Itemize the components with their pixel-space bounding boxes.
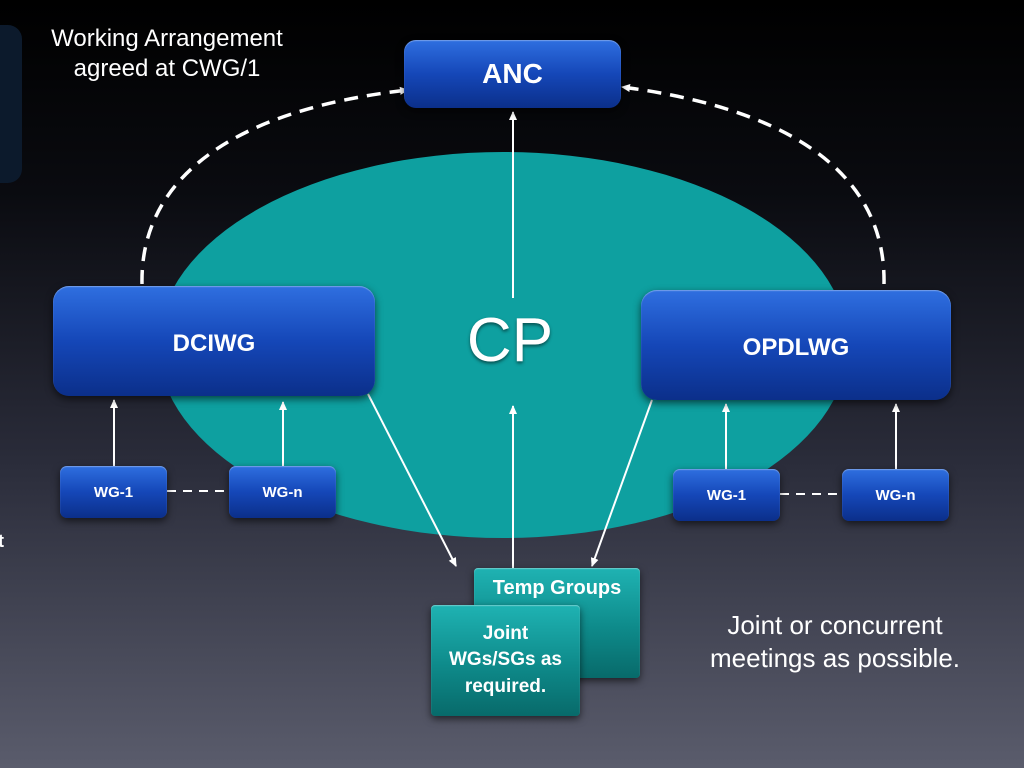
- joint-wgs-box: Joint WGs/SGs as required.: [431, 605, 580, 716]
- arrow-opdlwg-to-temp: [590, 399, 653, 567]
- joint-line-2: WGs/SGs as: [449, 649, 562, 671]
- offscreen-panel: [0, 25, 22, 183]
- offscreen-text-fragment: t: [0, 531, 4, 551]
- left-wg-n-label: WG-n: [262, 483, 303, 501]
- joint-line-1: Joint: [482, 622, 529, 644]
- right-wg-1-box: WG-1: [673, 469, 780, 521]
- left-wg-n-box: WG-n: [229, 466, 336, 518]
- working-arrangement-note: Working Arrangement agreed at CWG/1: [22, 24, 312, 84]
- joint-line-3: required.: [464, 675, 547, 697]
- anc-label: ANC: [482, 58, 543, 89]
- arrow-dciwg-to-temp: [367, 393, 457, 567]
- cp-label: CP: [466, 306, 554, 375]
- concurrent-line-2: meetings as possible.: [709, 642, 961, 673]
- anc-box: ANC: [404, 40, 621, 108]
- dciwg-label: DCIWG: [172, 330, 256, 357]
- right-wg-n-label: WG-n: [875, 486, 916, 504]
- concurrent-meetings-note: Joint or concurrent meetings as possible…: [685, 609, 985, 674]
- dashed-arc-dciwg-anc: [140, 86, 409, 285]
- dashed-arc-opdlwg-anc: [621, 84, 886, 285]
- left-wg-1-box: WG-1: [60, 466, 167, 518]
- opdlwg-label: OPDLWG: [742, 334, 850, 361]
- right-wg-n-box: WG-n: [842, 469, 949, 521]
- concurrent-line-1: Joint or concurrent: [727, 610, 943, 640]
- left-wg-1-label: WG-1: [93, 483, 134, 501]
- opdlwg-box: OPDLWG: [641, 290, 951, 400]
- note-line-2: agreed at CWG/1: [73, 55, 261, 82]
- note-line-1: Working Arrangement: [51, 25, 283, 52]
- right-wg-1-label: WG-1: [706, 486, 747, 504]
- cp-ellipse: [158, 152, 848, 538]
- dciwg-box: DCIWG: [53, 286, 375, 396]
- temp-groups-label: Temp Groups: [492, 577, 622, 599]
